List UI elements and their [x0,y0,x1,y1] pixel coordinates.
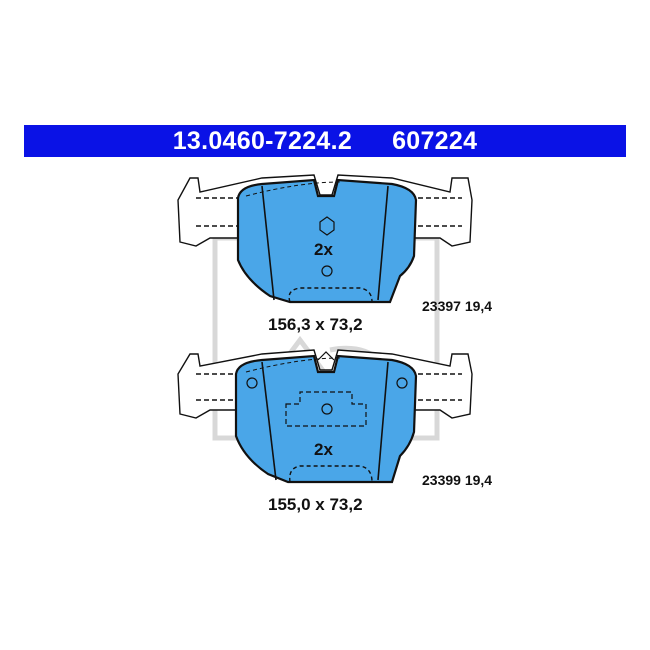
part-number: 13.0460-7224.2 [172,126,353,155]
pad-1-dimensions: 156,3 x 73,2 [268,315,363,334]
pad-2-dimensions: 155,0 x 73,2 [268,495,363,514]
pad-1-quantity: 2x [314,240,333,259]
reference-number: 607224 [392,126,478,155]
part-number-banner: 13.0460-7224.2 607224 [24,125,626,157]
pad-1-wva-code: 23397 19,4 [422,298,493,314]
pad-2-quantity: 2x [314,440,333,459]
pad-1-friction-material [236,178,418,304]
pad-2-wva-code: 23399 19,4 [422,472,493,488]
pad-2-friction-material [234,351,418,484]
